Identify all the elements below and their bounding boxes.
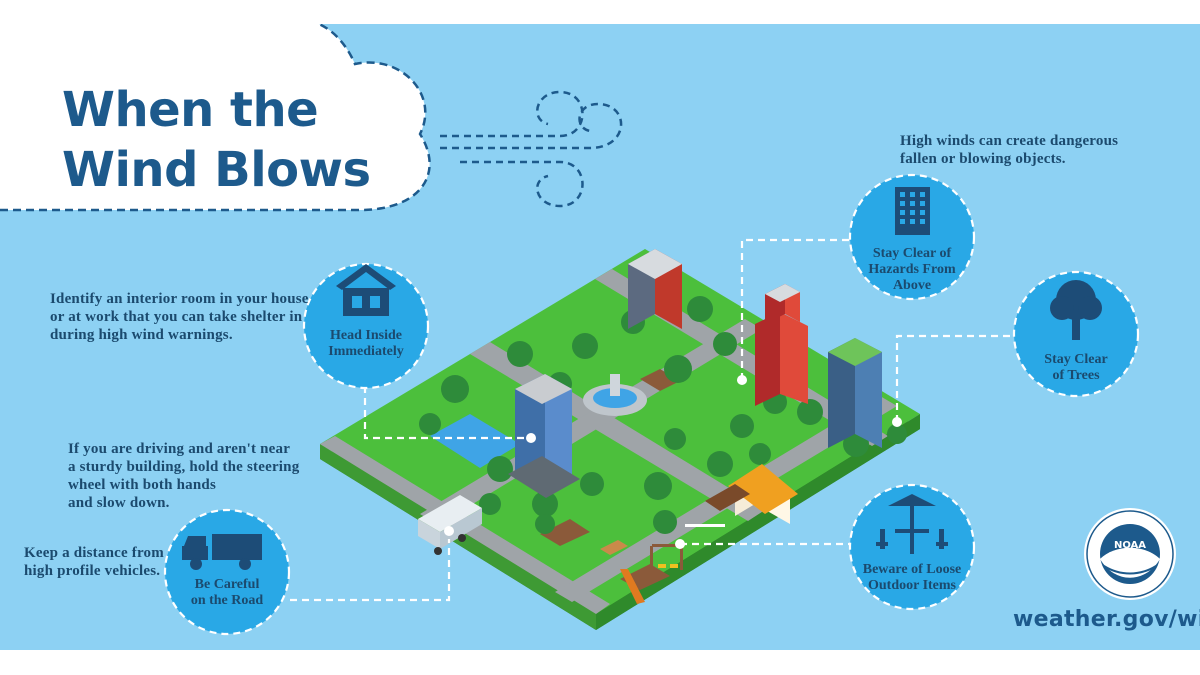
label-line: on the Road xyxy=(190,593,264,608)
trees xyxy=(419,296,907,534)
distance-description: Keep a distance from high profile vehicl… xyxy=(24,544,164,580)
infographic-poster: NOAA When the Wind Blows High winds can … xyxy=(0,24,1200,650)
road-label: Be Careful on the Road xyxy=(167,577,287,609)
patio-table-icon xyxy=(876,494,948,554)
tip-circle-road xyxy=(163,508,291,636)
outdoor-label: Beware of Loose Outdoor Items xyxy=(852,562,972,594)
desc-line: during high wind warnings. xyxy=(50,327,233,343)
title-line-2: Wind Blows xyxy=(62,142,371,198)
tree-icon xyxy=(1050,280,1102,340)
desc-line: Identify an interior room in your house xyxy=(50,291,309,307)
tip-circle-head-inside xyxy=(302,262,430,390)
connector-lines xyxy=(290,238,1020,602)
hazards-above-label: Stay Clear of Hazards From Above xyxy=(852,246,972,294)
desc-line: or at work that you can take shelter in xyxy=(50,309,303,325)
trees-label: Stay Clear of Trees xyxy=(1016,352,1136,384)
label-line: Stay Clear of xyxy=(872,246,952,261)
desc-line: If you are driving and aren't near xyxy=(68,441,291,457)
intro-text: High winds can create dangerous fallen o… xyxy=(900,133,1119,167)
desc-line: wheel with both hands xyxy=(68,477,216,493)
connector-dots xyxy=(444,375,902,549)
house-icon xyxy=(336,264,396,316)
tip-circle-hazards-above xyxy=(848,173,976,301)
label-line: Immediately xyxy=(328,344,404,359)
head-inside-description: Identify an interior room in your house … xyxy=(50,290,309,344)
title-cloud xyxy=(0,24,431,212)
title-line-1: When the xyxy=(62,82,319,138)
noaa-logo: NOAA xyxy=(1084,508,1176,600)
website-url: weather.gov/wind xyxy=(1013,607,1200,632)
desc-line: Keep a distance from xyxy=(24,545,164,561)
desc-line: a sturdy building, hold the steering xyxy=(68,459,300,475)
buildings xyxy=(418,249,882,604)
label-line: Above xyxy=(892,278,932,293)
label-line: Be Careful xyxy=(194,577,260,592)
label-line: Hazards From xyxy=(868,262,956,277)
label-line: of Trees xyxy=(1052,368,1100,383)
noaa-logo-text: NOAA xyxy=(1114,540,1146,551)
head-inside-label: Head Inside Immediately xyxy=(306,328,426,360)
desc-line: high profile vehicles. xyxy=(24,563,161,579)
label-line: Beware of Loose xyxy=(862,562,962,577)
label-line: Head Inside xyxy=(330,328,402,343)
page-title: When the Wind Blows xyxy=(62,80,371,200)
label-line: Stay Clear xyxy=(1044,352,1108,367)
building-icon xyxy=(895,187,930,235)
wind-icon xyxy=(440,90,623,208)
truck-icon xyxy=(182,534,262,570)
driving-description: If you are driving and aren't near a stu… xyxy=(68,440,299,512)
desc-line: and slow down. xyxy=(68,495,170,511)
illustration: NOAA xyxy=(0,24,1176,636)
label-line: Outdoor Items xyxy=(867,578,957,593)
